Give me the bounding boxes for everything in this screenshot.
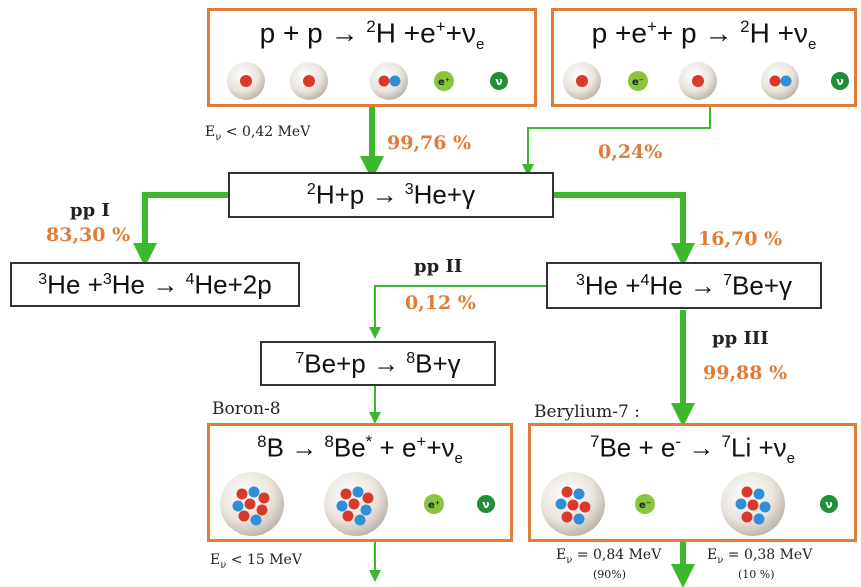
pp-fusion-equation: p + p → 2H +e++νe	[259, 17, 485, 53]
boron-decay-particles: e⁺ ν	[220, 472, 495, 536]
ppI-label: pp I	[70, 200, 110, 221]
positron-icon: e⁺	[424, 494, 444, 514]
ev-label-be-038-pct: (10 %)	[738, 568, 775, 581]
electron-icon: e⁻	[628, 71, 648, 91]
arrow-deut-to-hebe	[554, 192, 695, 267]
svg-text:ν: ν	[482, 498, 490, 511]
positron-icon: e⁺	[434, 71, 454, 91]
deuteron-icon	[761, 62, 799, 100]
boron-decay-equation: 8B → 8Be* + e++νe	[257, 432, 463, 467]
ev-label-be-084: Eν = 0,84 MeV	[556, 547, 662, 566]
boron-label: Boron-8	[212, 399, 281, 419]
svg-text:ν: ν	[495, 75, 503, 88]
boron-decay-box: 8B → 8Be* + e++νe e⁺ ν	[207, 423, 513, 542]
svg-text:e⁻: e⁻	[639, 500, 651, 511]
neutrino-icon: ν	[490, 72, 508, 90]
pct-8330: 83,30 %	[46, 224, 131, 246]
pct-9988: 99,88 %	[703, 362, 788, 384]
svg-text:e⁻: e⁻	[632, 77, 644, 88]
be-b-box: 7Be+p → 8B+γ	[260, 341, 496, 386]
svg-text:ν: ν	[825, 498, 833, 511]
neutrino-icon: ν	[477, 495, 495, 513]
ev-label-be-084-pct: (90%)	[593, 568, 627, 581]
pep-equation: p +e++ p → 2H +νe	[591, 17, 817, 53]
ppI-box: 3He +3He → 4He+2p	[10, 262, 300, 307]
beryllium7-nucleus-icon	[541, 472, 605, 536]
ev-label-pp: Eν < 0,42 MeV	[205, 124, 311, 143]
pp-fusion-particles: e⁺ ν	[227, 62, 508, 100]
lithium7-nucleus-icon	[721, 472, 785, 536]
boron8-nucleus-icon	[220, 472, 284, 536]
neutrino-icon: ν	[820, 495, 838, 513]
neutrino-icon: ν	[831, 72, 849, 90]
proton-icon	[290, 62, 328, 100]
ppII-label: pp II	[414, 256, 463, 277]
svg-text:ν: ν	[836, 75, 844, 88]
arrow-hebe-to-beb	[369, 285, 546, 339]
beryllium-label: Berylium-7 :	[534, 402, 640, 422]
deuterium-equation: 2H+p → 3He+γ	[306, 179, 476, 210]
he-be-box: 3He +4He → 7Be+γ	[546, 262, 822, 309]
beryllium8-nucleus-icon	[324, 472, 388, 536]
he-be-equation: 3He +4He → 7Be+γ	[575, 270, 793, 300]
ppIII-label: pp III	[712, 328, 769, 349]
pct-1670: 16,70 %	[698, 228, 783, 250]
electron-icon: e⁻	[635, 494, 655, 514]
proton-icon	[679, 62, 717, 100]
svg-text:e⁺: e⁺	[438, 77, 450, 88]
deuterium-box: 2H+p → 3He+γ	[228, 172, 554, 218]
be-b-equation: 7Be+p → 8B+γ	[295, 348, 461, 378]
pct-012: 0,12 %	[405, 292, 476, 314]
pep-particles: e⁻ ν	[563, 62, 849, 100]
pep-box: p +e++ p → 2H +νe e⁻ ν	[551, 8, 857, 107]
beryllium-capture-particles: e⁻ ν	[541, 472, 838, 536]
ppI-equation: 3He +3He → 4He+2p	[38, 269, 272, 299]
ev-label-boron: Eν < 15 MeV	[210, 552, 302, 571]
svg-text:e⁺: e⁺	[428, 500, 440, 511]
proton-icon	[227, 62, 265, 100]
pct-024: 0,24%	[598, 141, 663, 163]
arrow-deut-to-ppI	[133, 192, 228, 267]
ev-label-be-038: Eν = 0,38 MeV	[707, 547, 813, 566]
arrow-pep-to-deut	[522, 107, 711, 176]
pct-9976: 99,76 %	[387, 132, 472, 154]
deuteron-icon	[370, 62, 408, 100]
beryllium-capture-box: 7Be + e- → 7Li +νe e⁻ ν	[528, 423, 857, 542]
proton-icon	[563, 62, 601, 100]
pp-fusion-box: p + p → 2H +e++νe e⁺ ν	[207, 8, 537, 107]
beryllium-capture-equation: 7Be + e- → 7Li +νe	[589, 432, 796, 467]
